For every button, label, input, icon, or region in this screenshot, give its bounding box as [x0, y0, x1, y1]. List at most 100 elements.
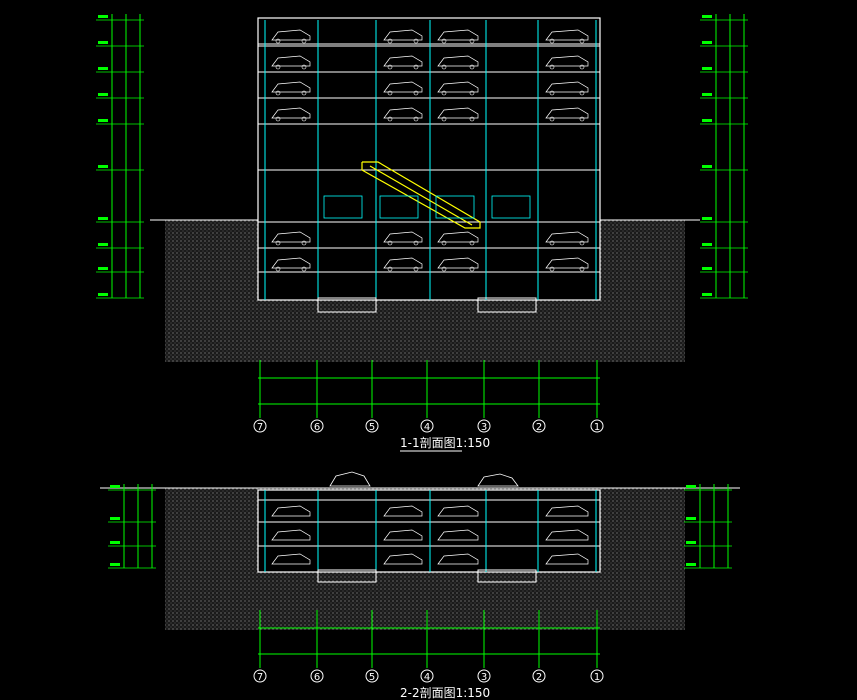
car-wheel: [441, 64, 447, 70]
ladder-label-mark: [98, 41, 108, 44]
car-wheel: [441, 116, 447, 122]
left-elevation-ladder-2: [108, 484, 156, 569]
axis-bubble: [310, 669, 324, 683]
ladder-label-mark: [686, 485, 696, 488]
ladder-label-mark: [110, 541, 120, 544]
axis-label: 1: [594, 422, 600, 433]
car-shape: [271, 81, 311, 93]
axis-label: 7: [257, 422, 263, 433]
car-shape: [271, 55, 311, 67]
car-wheel: [579, 64, 585, 70]
ladder-label-mark: [702, 119, 712, 122]
car-shape: [383, 81, 423, 93]
ladder-label-mark: [98, 293, 108, 296]
car-shape: [271, 553, 311, 565]
axis-label: 7: [257, 672, 263, 683]
car-wheel: [301, 90, 307, 96]
axis-bubble: [477, 669, 491, 683]
car-shape: [545, 257, 589, 269]
car-shape: [437, 107, 479, 119]
car-wheel: [549, 38, 555, 44]
axis-bubble: [420, 669, 434, 683]
axis-bubble: [365, 419, 379, 433]
car-wheel: [549, 64, 555, 70]
car-shape: [383, 55, 423, 67]
axis-label: 3: [481, 672, 487, 683]
axis-bubble: [420, 419, 434, 433]
car-wheel: [275, 116, 281, 122]
ladder-label-mark: [702, 243, 712, 246]
ladder-label-mark: [702, 267, 712, 270]
car-shape: [545, 55, 589, 67]
car-shape: [383, 29, 423, 41]
axis-bubble: [532, 669, 546, 683]
axis-bubble: [253, 419, 267, 433]
car-shape: [437, 55, 479, 67]
stair: [361, 161, 481, 229]
car-wheel: [387, 90, 393, 96]
ladder-label-mark: [702, 93, 712, 96]
axis-label: 2: [536, 422, 542, 433]
ladder-label-mark: [110, 563, 120, 566]
car-shape: [271, 505, 311, 517]
axis-bubble: [310, 419, 324, 433]
car-wheel: [579, 266, 585, 272]
car-wheel: [413, 266, 419, 272]
car-shape: [271, 257, 311, 269]
car-slots-2: [271, 505, 589, 565]
car-shape: [383, 505, 423, 517]
ladder-label-mark: [702, 15, 712, 18]
car-wheel: [469, 64, 475, 70]
floor-lines-2: [258, 499, 600, 547]
pit-boxes: [317, 297, 537, 313]
car-wheel: [301, 64, 307, 70]
axis-label: 5: [369, 672, 375, 683]
car-wheel: [413, 240, 419, 246]
car-shape: [383, 553, 423, 565]
column-lines-2: [264, 490, 597, 572]
lobby-glass-panels: [323, 195, 531, 219]
building-frame: [257, 17, 601, 301]
ladder-label-mark: [110, 485, 120, 488]
ladder-label-mark: [686, 563, 696, 566]
section-1-title: 1-1剖面图1:150: [400, 436, 490, 450]
car-shape: [271, 231, 311, 243]
car-shape: [437, 505, 479, 517]
axis-bubble: [590, 419, 604, 433]
axis-label: 4: [424, 422, 430, 433]
pit-boxes-2: [317, 569, 537, 583]
car-shape: [545, 553, 589, 565]
car-wheel: [579, 240, 585, 246]
ladder-label-mark: [98, 243, 108, 246]
car-wheel: [413, 116, 419, 122]
car-wheel: [441, 266, 447, 272]
ladder-label-mark: [98, 119, 108, 122]
car-wheel: [387, 266, 393, 272]
axis-label: 5: [369, 422, 375, 433]
ladder-label-mark: [98, 267, 108, 270]
car-wheel: [579, 38, 585, 44]
ladder-label-mark: [702, 41, 712, 44]
car-shape: [271, 529, 311, 541]
ladder-label-mark: [702, 165, 712, 168]
car-wheel: [469, 116, 475, 122]
axis-label: 6: [314, 672, 320, 683]
car-wheel: [549, 116, 555, 122]
car-shape: [383, 257, 423, 269]
car-wheel: [413, 90, 419, 96]
axis-label: 1: [594, 672, 600, 683]
car-shape: [271, 29, 311, 41]
section-2-title: 2-2剖面图1:150: [400, 686, 490, 700]
car-shape: [271, 107, 311, 119]
car-shape: [545, 29, 589, 41]
car-wheel: [549, 266, 555, 272]
car-wheel: [469, 240, 475, 246]
car-wheel: [301, 240, 307, 246]
car-wheel: [469, 266, 475, 272]
ladder-label-mark: [98, 217, 108, 220]
left-elevation-ladder: [96, 14, 144, 299]
car-shape: [437, 231, 479, 243]
